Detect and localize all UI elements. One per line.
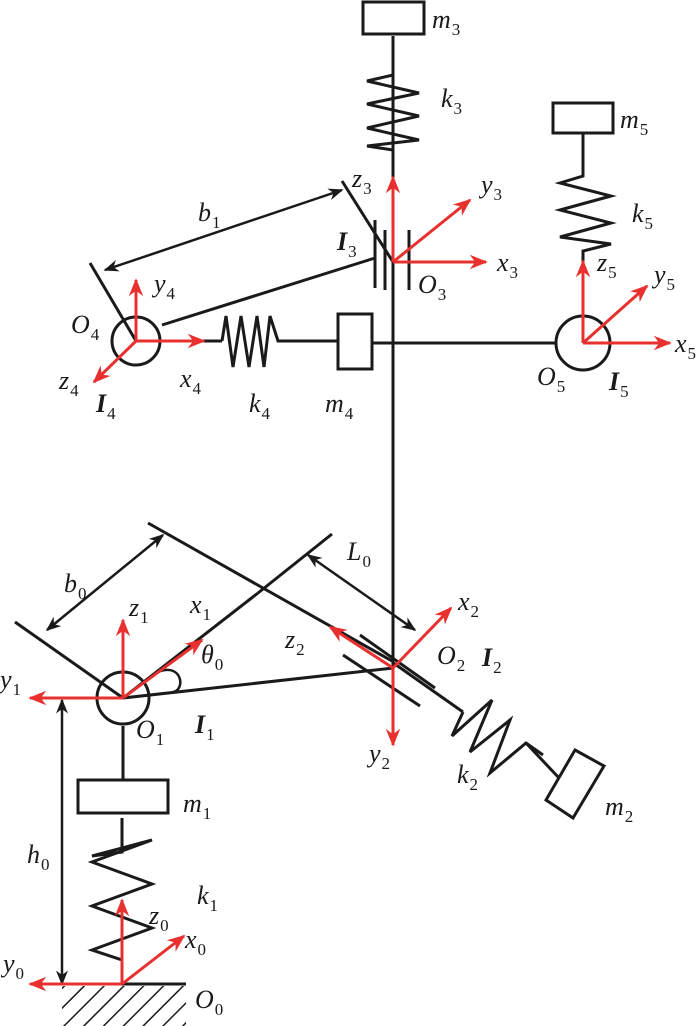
frame-O4: [92, 278, 206, 384]
axis-y5: [582, 284, 649, 345]
arm-b0-left: [14, 620, 124, 700]
label-x2: x2: [457, 587, 479, 621]
label-O4: O4: [71, 310, 100, 344]
label-m4: m4: [325, 389, 354, 423]
label-z0: z0: [148, 901, 169, 935]
frame-O2: [328, 606, 453, 747]
label-z4: z4: [58, 366, 79, 400]
spring-k2: [450, 698, 544, 778]
label-m3: m3: [432, 5, 460, 39]
label-z1: z1: [128, 593, 149, 627]
label-y4: y4: [151, 269, 176, 303]
mass-m5: [551, 101, 615, 135]
link-k2-m2: [524, 741, 562, 781]
frame-O0: [28, 898, 186, 992]
label-I1: I1: [194, 710, 215, 744]
arm-b1-plate: [88, 262, 138, 342]
label-I4: I4: [95, 389, 116, 423]
mass-m1: [76, 778, 170, 815]
label-z5: z5: [596, 248, 617, 282]
labels: m3 m5 m4 m1 m2 k3 k5 k4 k2 k1 I3 I4 I5 I…: [0, 5, 696, 1019]
arm-z3-plate: [340, 180, 395, 263]
label-L0: L0: [346, 537, 371, 571]
dimension-L0: [306, 553, 417, 632]
label-I3: I3: [336, 227, 357, 261]
bearing-O2-lower: [342, 653, 421, 708]
label-y0: y0: [0, 949, 24, 983]
dimension-b0: [45, 534, 165, 631]
label-O0: O0: [195, 985, 223, 1019]
label-h0: h0: [27, 840, 50, 874]
link-O1-O2: [122, 666, 394, 700]
angle-theta0-arc: [157, 668, 182, 694]
link-b0-top-to-O2: [147, 521, 393, 663]
mass-m2: [543, 747, 607, 821]
spring-k1: [87, 818, 157, 984]
label-b0: b0: [64, 569, 87, 603]
label-m2: m2: [605, 792, 633, 826]
label-I2: I2: [481, 643, 502, 677]
ground: [62, 982, 186, 1026]
label-k1: k1: [197, 881, 218, 915]
label-m5: m5: [620, 105, 648, 139]
label-y1: y1: [0, 665, 21, 699]
label-y5: y5: [651, 260, 675, 294]
axis-x1: [122, 638, 204, 700]
label-k3: k3: [441, 84, 462, 118]
label-x1: x1: [189, 590, 211, 624]
axis-x0: [121, 934, 186, 986]
label-k4: k4: [249, 389, 271, 423]
spring-k4: [220, 315, 318, 368]
frame-O1: [28, 618, 204, 706]
mass-m3: [361, 0, 426, 36]
label-x5: x5: [674, 329, 696, 363]
mass-m4: [336, 312, 374, 371]
axis-y3: [392, 198, 472, 264]
frame-O3: [385, 175, 488, 270]
spring-k3: [366, 36, 420, 170]
spring-k5: [554, 133, 617, 263]
label-m1: m1: [183, 789, 211, 823]
label-I5: I5: [608, 367, 629, 401]
label-x3: x3: [496, 248, 518, 282]
label-y2: y2: [366, 739, 390, 773]
label-z3: z3: [351, 164, 372, 198]
label-k5: k5: [632, 199, 653, 233]
label-z2: z2: [284, 625, 305, 659]
label-theta0: θ0: [201, 640, 223, 674]
link-O2-k2: [391, 660, 464, 714]
dimension-b1: [103, 188, 344, 272]
label-O3: O3: [418, 270, 446, 304]
label-y3: y3: [478, 170, 502, 204]
label-k2: k2: [457, 760, 478, 794]
frame-O5: [575, 259, 672, 351]
label-O1: O1: [136, 715, 164, 749]
label-O2: O2: [437, 641, 465, 675]
axis-x2: [391, 606, 453, 670]
label-b1: b1: [198, 198, 221, 232]
link-L0-plate: [257, 532, 333, 595]
ground-hatch: [62, 986, 186, 1026]
axis-z2: [328, 625, 394, 670]
label-x0: x0: [184, 925, 206, 959]
label-x4: x4: [179, 364, 202, 398]
label-O5: O5: [537, 362, 565, 396]
axis-z4: [92, 339, 138, 384]
